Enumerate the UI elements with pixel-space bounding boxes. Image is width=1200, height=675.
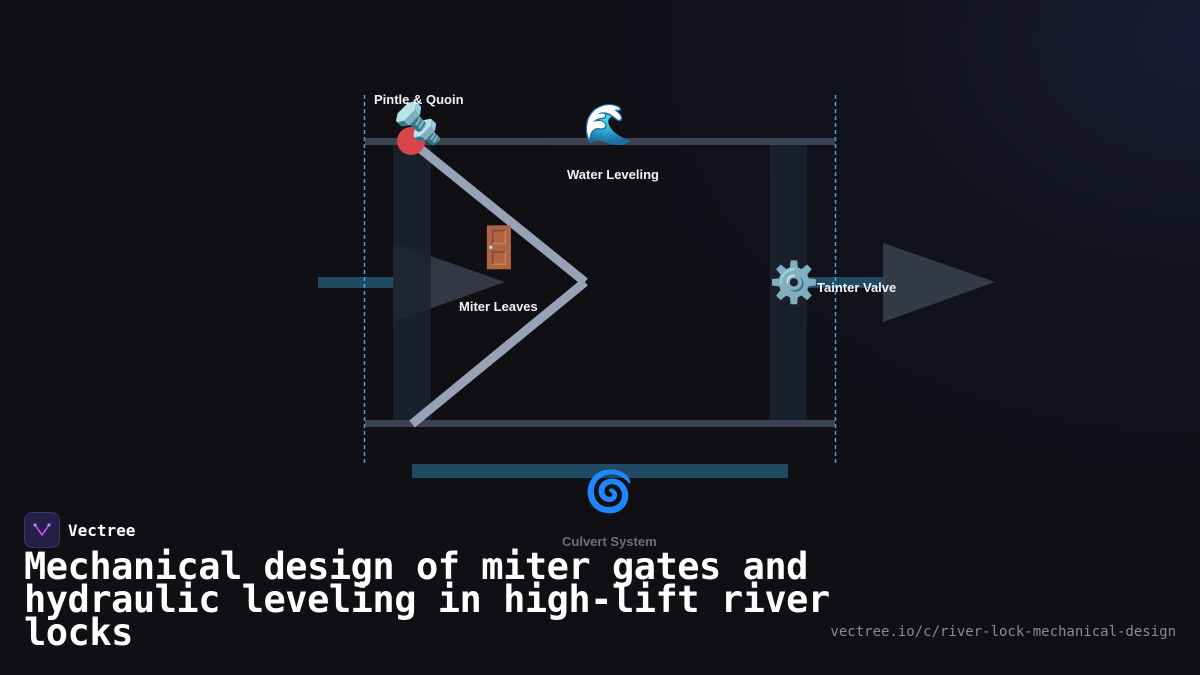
page-title: Mechanical design of miter gates and hyd…	[24, 545, 830, 654]
miter-leaf-lower	[409, 278, 588, 428]
miter-leaves-label: Miter Leaves	[459, 299, 538, 314]
brand-name: Vectree	[68, 520, 136, 540]
upstream-gate-recess	[393, 145, 431, 420]
pintle-pivot	[397, 127, 425, 155]
chamber-bottom-wall	[365, 420, 835, 427]
pintle-quoin-label: Pintle & Quoin	[374, 92, 464, 107]
water-leveling-label: Water Leveling	[567, 167, 659, 182]
page-url: vectree.io/c/river-lock-mechanical-desig…	[830, 624, 1176, 640]
brand: Vectree	[24, 512, 135, 548]
outflow-arrow	[883, 243, 995, 322]
chamber-top-wall	[365, 138, 835, 145]
bolt-nut-icon: 🔩	[393, 101, 443, 147]
miter-leaf-upper	[409, 138, 588, 286]
vectree-logo-icon	[24, 512, 60, 548]
water-wave-icon: 🌊	[583, 102, 633, 148]
outflow-pipe	[807, 277, 885, 288]
culvert-system-label: Culvert System	[562, 534, 657, 549]
door-icon: 🚪	[474, 225, 524, 271]
gear-icon: ⚙️	[769, 260, 819, 306]
culvert-pipe	[412, 464, 788, 478]
cyclone-icon: 🌀	[584, 469, 634, 515]
downstream-gate-recess	[770, 145, 807, 420]
inflow-pipe	[318, 277, 400, 288]
tainter-valve-label: Tainter Valve	[817, 280, 897, 295]
